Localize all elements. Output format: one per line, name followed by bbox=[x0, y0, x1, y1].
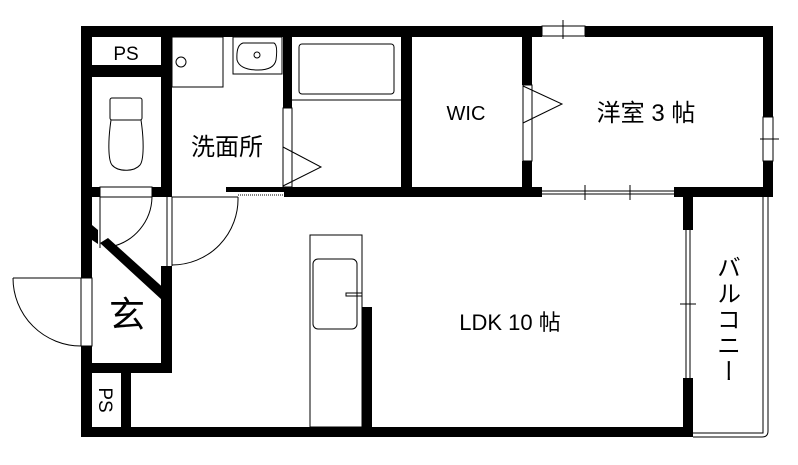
bathroom-door[interactable] bbox=[282, 107, 323, 188]
room-label-wic: WIC bbox=[447, 103, 486, 125]
walls bbox=[81, 26, 773, 437]
washing-machine-space-icon bbox=[171, 36, 224, 88]
sliding-door-western[interactable] bbox=[542, 185, 674, 200]
room-label-western-room: 洋室 3 帖 bbox=[597, 100, 696, 127]
toilet-door[interactable] bbox=[99, 186, 153, 248]
washroom-door[interactable] bbox=[166, 194, 284, 266]
toilet-icon bbox=[108, 97, 144, 171]
front-door[interactable] bbox=[12, 277, 93, 347]
room-label-ps-top: PS bbox=[113, 44, 138, 65]
window-western-top bbox=[541, 20, 586, 39]
kitchen-counter-icon bbox=[309, 234, 363, 428]
room-label-entrance: 玄 bbox=[109, 294, 145, 335]
room-label-ps-bottom: PS bbox=[94, 387, 115, 412]
wash-basin-icon bbox=[232, 36, 283, 75]
sliding-window-balcony[interactable] bbox=[680, 230, 696, 378]
room-label-balcony: バルコニー bbox=[713, 255, 740, 385]
wic-door[interactable] bbox=[522, 84, 564, 162]
bathtub-icon bbox=[292, 43, 401, 101]
balcony-outline bbox=[693, 197, 769, 438]
room-label-washroom: 洗面所 bbox=[191, 134, 263, 161]
window-western-right bbox=[760, 116, 779, 162]
room-label-ldk: LDK 10 帖 bbox=[459, 310, 561, 335]
